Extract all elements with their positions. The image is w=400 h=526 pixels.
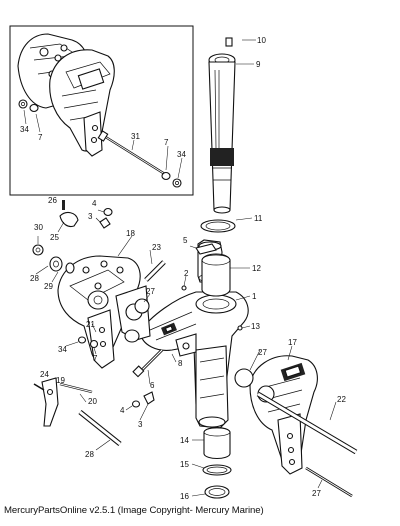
inset-detail [9,25,194,196]
label-2: 2 [184,269,189,278]
label-23: 23 [152,243,161,252]
label-28b: 28 [30,274,39,283]
label-3-upper: 3 [88,212,93,221]
label-34-inset-left: 34 [20,125,29,134]
label-21: 21 [86,320,95,329]
label-33: 28 [85,450,94,459]
label-14: 14 [180,436,189,445]
label-1: 1 [252,292,257,301]
label-26: 22 [337,395,346,404]
clamp-bracket-right [249,355,318,475]
label-7-inset-right: 7 [164,138,169,147]
part-labels: 10 9 11 12 1 13 5 2 27 17 22 27 14 15 16… [20,36,346,501]
label-9: 9 [256,60,261,69]
label-24: 25 [50,233,59,242]
label-13: 13 [251,322,260,331]
label-19: 19 [56,376,65,385]
label-4-upper: 4 [92,199,97,208]
label-12: 12 [252,264,261,273]
rods [33,260,358,498]
label-30: 30 [34,223,43,232]
label-3-lower: 3 [138,420,143,429]
label-18: 18 [126,229,135,238]
clamp-bracket-left [57,255,151,369]
label-10: 10 [257,36,266,45]
label-7-lower: 7 [93,354,98,363]
label-20: 20 [88,397,97,406]
label-11: 11 [254,214,263,223]
label-5: 5 [183,236,188,245]
label-32: 27 [312,489,321,498]
label-34-inset-right: 34 [177,150,186,159]
label-4-lower: 4 [120,406,125,415]
bushing-parts [195,243,231,297]
label-6: 6 [150,381,155,390]
label-7-inset-left: 7 [38,133,43,142]
label-27: 27 [146,287,155,296]
hardware [32,200,254,499]
label-27-right: 27 [258,348,267,357]
label-8: 8 [178,359,183,368]
label-25: 26 [48,196,57,205]
label-31: 31 [131,132,140,141]
label-29: 29 [44,282,53,291]
steering-tube [200,37,236,233]
label-17: 17 [288,338,297,347]
label-16: 16 [180,492,189,501]
label-15: 15 [180,460,189,469]
leader-lines [23,39,337,497]
image-caption: MercuryPartsOnline v2.5.1 (Image Copyrig… [4,505,264,516]
label-34-lower: 34 [58,345,67,354]
label-22: 24 [40,370,49,379]
